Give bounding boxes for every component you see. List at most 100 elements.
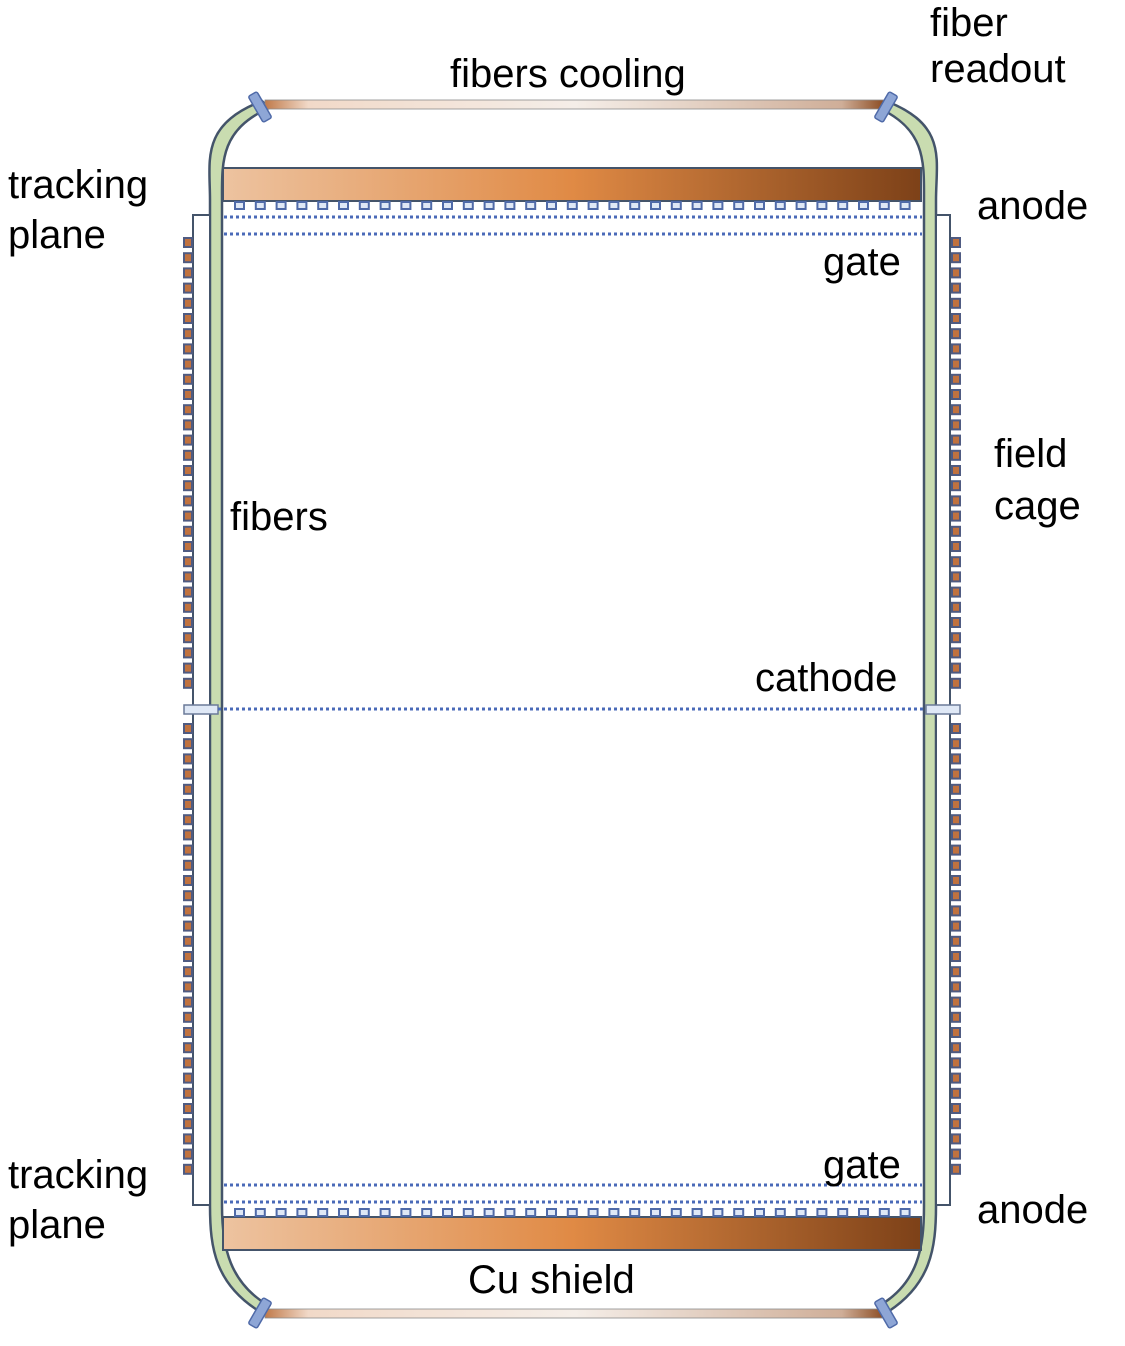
sipm-sensor (712, 201, 724, 210)
sipm-sensor (234, 1208, 245, 1217)
field-cage-ring (951, 677, 961, 689)
label-tracking-plane-top: tracking plane (8, 163, 149, 257)
field-cage-ring (951, 297, 961, 309)
connector-bottom-right (874, 1297, 898, 1329)
sipm-sensor (650, 1208, 661, 1217)
field-cage-ring (183, 875, 193, 886)
field-cage-ring (183, 996, 193, 1008)
field-cage-ring (183, 601, 193, 613)
field-cage-ring (183, 1118, 193, 1130)
field-cage-ring (951, 1087, 961, 1099)
field-cage-ring (183, 966, 193, 978)
field-cage-ring (183, 1057, 193, 1069)
sipm-sensor (400, 1208, 412, 1217)
field-cage-ring (951, 632, 961, 644)
field-cage-ring (951, 389, 961, 400)
field-cage-ring (951, 510, 961, 522)
sipm-sensor (858, 1208, 869, 1217)
field-cage-ring (183, 647, 193, 659)
sipm-sensor (254, 201, 266, 210)
sipm-sensor (379, 1208, 391, 1217)
field-cage-ring (951, 252, 961, 264)
sipm-sensor (816, 201, 828, 210)
field-cage-ring (951, 996, 961, 1008)
sipm-sensor (400, 201, 412, 210)
connector-bottom-left (248, 1297, 272, 1329)
field-cage-ring (183, 465, 193, 476)
sipm-sensor (483, 201, 495, 210)
field-cage-ring (183, 632, 193, 644)
sipm-sensor (691, 201, 703, 210)
field-cage-ring (183, 252, 193, 264)
sipm-sensor (712, 1208, 724, 1217)
field-cage-ring (951, 875, 961, 886)
label-fibers-cooling: fibers cooling (450, 52, 686, 96)
field-cage-ring (183, 1103, 193, 1114)
field-cage-ring (951, 1011, 961, 1023)
field-cage-ring (183, 373, 193, 385)
label-gate-bottom: gate (823, 1143, 901, 1187)
field-cage-rings-right (951, 237, 961, 1175)
field-cage-ring (183, 237, 193, 248)
sipm-sensor (504, 1208, 516, 1217)
label-field-cage: field cage (994, 432, 1081, 528)
fibers-cooling-top (264, 99, 886, 110)
field-cage-ring (951, 404, 961, 416)
sipm-sensor (296, 1208, 308, 1217)
sipm-sensor (629, 201, 641, 210)
label-anode-bottom: anode (977, 1188, 1089, 1232)
field-cage-ring (183, 951, 193, 962)
sipm-sensor (358, 201, 370, 210)
field-cage-ring (183, 1011, 193, 1023)
field-cage-ring (951, 373, 961, 385)
field-cage-ring (183, 935, 193, 947)
sipm-sensor (795, 201, 807, 210)
sipm-sensor (546, 1208, 557, 1217)
field-cage-ring (183, 328, 193, 340)
field-cage-ring (183, 419, 193, 431)
field-cage-ring (183, 723, 193, 734)
field-cage-ring (951, 1163, 961, 1175)
field-cage-ring (951, 966, 961, 978)
sipm-sensor (421, 201, 433, 210)
field-cage-ring (183, 1042, 193, 1054)
sipm-sensor (546, 201, 557, 210)
field-cage-ring (183, 434, 193, 446)
field-cage-ring (183, 1027, 193, 1038)
label-tracking-plane-bottom: tracking plane (8, 1153, 149, 1247)
sipm-sensor (275, 201, 287, 210)
field-cage-ring (951, 525, 961, 537)
sipm-sensor (608, 201, 620, 210)
field-cage-ring (183, 282, 193, 294)
label-gate-top: gate (823, 240, 901, 284)
field-cage-ring (951, 859, 961, 871)
field-cage-ring (951, 768, 961, 780)
sipm-sensor (358, 1208, 370, 1217)
field-cage-ring (183, 343, 193, 355)
field-cage-ring (183, 525, 193, 537)
field-cage-ring (183, 571, 193, 583)
sipm-sensor (525, 201, 537, 210)
field-cage-ring (951, 328, 961, 340)
field-cage-ring (183, 556, 193, 568)
label-anode-top: anode (977, 184, 1089, 228)
field-cage-ring (183, 586, 193, 598)
sipm-sensor (587, 1208, 599, 1217)
field-cage-ring (951, 480, 961, 492)
field-cage-ring (951, 1118, 961, 1130)
field-cage-ring (183, 783, 193, 795)
label-cu-shield: Cu shield (468, 1258, 635, 1302)
field-cage-ring (951, 1133, 961, 1145)
field-cage-ring (183, 267, 193, 279)
sipm-sensor (421, 1208, 433, 1217)
field-cage-ring (951, 343, 961, 355)
field-cage-ring (951, 601, 961, 613)
sipm-sensor (296, 201, 308, 210)
field-cage-ring (951, 556, 961, 568)
field-cage-ring (951, 814, 961, 826)
sipm-sensor (462, 1208, 474, 1217)
field-cage-ring (951, 647, 961, 659)
field-cage-ring (951, 237, 961, 248)
sipm-sensor (733, 201, 745, 210)
